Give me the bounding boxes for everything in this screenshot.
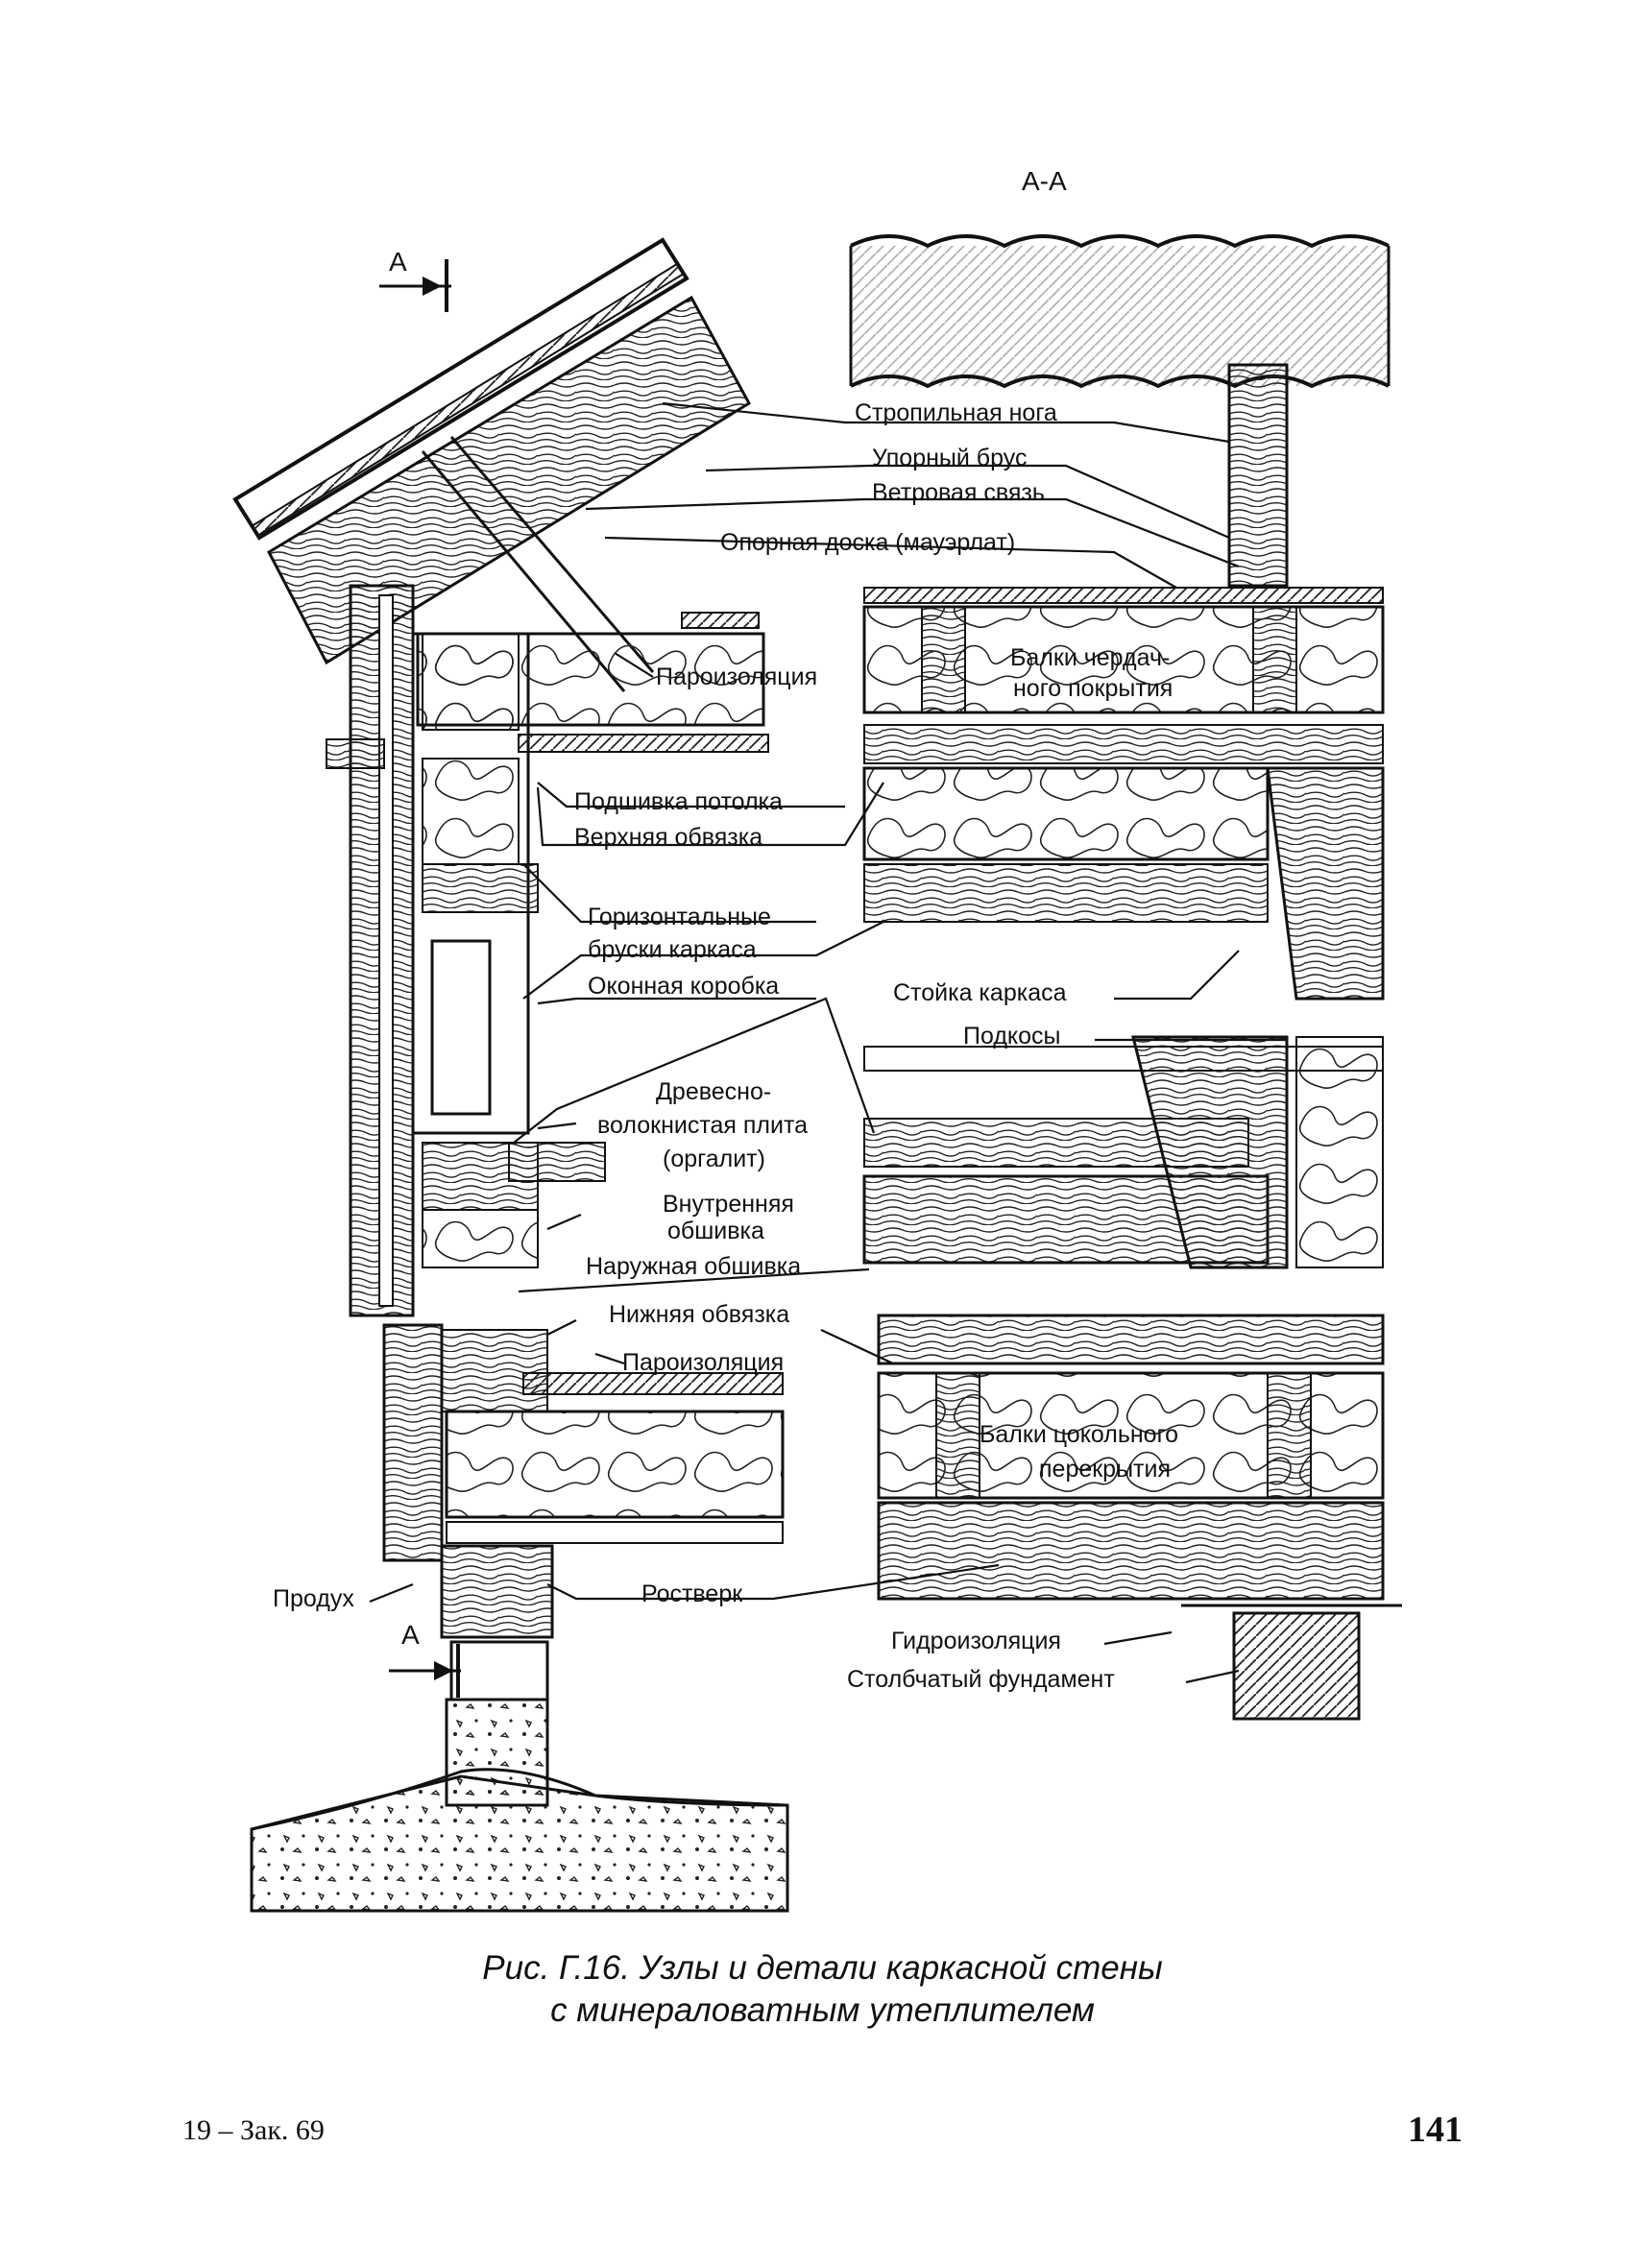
label-basement-beams-1: Балки цокольного (980, 1421, 1178, 1448)
label-inner-lining-2: обшивка (667, 1218, 764, 1244)
label-vapor-barrier-bottom: Пароизоляция (622, 1349, 784, 1376)
label-vapor-barrier-top: Пароизоляция (656, 664, 817, 690)
section-mark: A-A (1022, 166, 1067, 196)
label-ceiling-lining: Подшивка потолка (574, 788, 783, 815)
label-frame-post: Стойка каркаса (893, 979, 1067, 1006)
page-number: 141 (1408, 2110, 1463, 2150)
label-top-plate: Верхняя обвязка (574, 824, 762, 851)
label-braces: Подкосы (963, 1023, 1061, 1050)
ground (250, 1768, 789, 1913)
label-bottom-plate: Нижняя обвязка (609, 1301, 789, 1328)
label-column-foundation: Столбчатый фундамент (847, 1666, 1115, 1693)
label-fiberboard-2: волокнистая плита (597, 1112, 808, 1139)
label-horizontal-bars-2: бруски каркаса (588, 936, 757, 963)
label-rafter: Стропильная нога (855, 399, 1057, 426)
label-fiberboard-1: Древесно- (656, 1078, 771, 1105)
sloped-roof (232, 237, 751, 692)
label-attic-beams-2: ного покрытия (1013, 675, 1173, 702)
label-attic-beams-1: Балки чердач- (1010, 644, 1170, 671)
label-stop-beam: Упорный брус (872, 445, 1027, 471)
wall-elevation-upper (862, 587, 1385, 1001)
label-window-frame: Оконная коробка (588, 973, 779, 1000)
caption-line-2: с минераловатным утеплителем (550, 1991, 1095, 2029)
label-waterproofing: Гидроизоляция (891, 1628, 1061, 1654)
wall-elevation-middle (862, 1035, 1384, 1269)
attic-insulation-left (416, 612, 769, 753)
label-wall-plate: Опорная доска (мауэрлат) (720, 529, 1015, 556)
label-horizontal-bars-1: Горизонтальные (588, 904, 771, 930)
caption-line-1: Рис. Г.16. Узлы и детали каркасной стены (482, 1949, 1163, 1987)
floor-section-left (382, 1323, 785, 1807)
figure-caption: Рис. Г.16. Узлы и детали каркасной стены… (0, 1947, 1645, 2032)
rafter-section (1227, 363, 1289, 588)
label-wind-brace: Ветровая связь (872, 479, 1045, 506)
leader-lines (369, 401, 1287, 1684)
label-vent: Продух (273, 1585, 354, 1612)
corrugated-roof-sheet (849, 234, 1391, 389)
label-fiberboard-3: (оргалит) (663, 1146, 765, 1172)
label-outer-lining: Наружная обшивка (586, 1253, 801, 1280)
cut-arrow-top: A (379, 247, 451, 312)
cut-mark-top: A (389, 247, 407, 277)
cut-mark-bottom: A (401, 1620, 420, 1650)
cut-arrow-bottom: A (389, 1620, 461, 1698)
label-basement-beams-2: перекрытия (1039, 1456, 1171, 1483)
label-inner-lining-1: Внутренняя (663, 1191, 794, 1218)
wall-elevation-lower (877, 1314, 1402, 1721)
footer-order-note: 19 – Зак. 69 (182, 2114, 325, 2146)
wall-section-left (326, 584, 606, 1317)
label-grillage: Ростверк (641, 1580, 743, 1607)
